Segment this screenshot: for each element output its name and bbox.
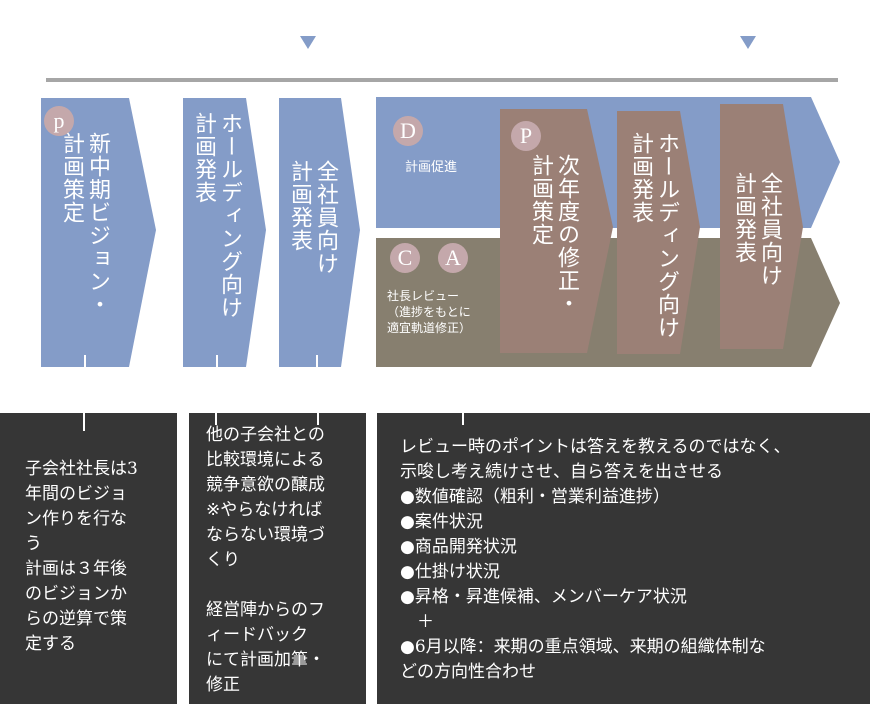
phase-chevron-vision bbox=[41, 98, 156, 367]
connector-tick bbox=[317, 413, 319, 425]
phase-title-all-staff: 全社員向け 計画発表 bbox=[287, 160, 338, 275]
timeline-bar bbox=[46, 78, 838, 82]
note-text-review: レビュー時のポイントは答えを教えるのではなく、 示唆し考え続けさせ、自ら答えを出… bbox=[400, 437, 791, 682]
connector-tick bbox=[462, 413, 464, 425]
note-text-vision: 子会社社長は3 年間のビジョ ン作りを行な う 計画は３年後 のビジョンか らの… bbox=[25, 459, 138, 654]
next-holding-title: ホールディング向け 計画発表 bbox=[628, 132, 679, 339]
connector-tick bbox=[216, 355, 218, 367]
timeline-marker-icon bbox=[740, 36, 756, 49]
next-all-chevron bbox=[720, 104, 803, 349]
do-badge: D bbox=[393, 116, 423, 146]
next-all-title: 全社員向け 計画発表 bbox=[731, 172, 782, 287]
next-plan-badge: P bbox=[511, 121, 541, 151]
next-plan-title: 次年度の修正・ 計画策定 bbox=[528, 154, 579, 315]
connector-tick bbox=[316, 355, 318, 367]
check-badge: C bbox=[390, 243, 420, 273]
phase-title-vision: 新中期ビジョン・ 計画策定 bbox=[59, 132, 110, 316]
check-label: 社長レビュー （進捗をもとに 適宜軌道修正） bbox=[387, 289, 472, 335]
connector-tick bbox=[215, 413, 217, 425]
connector-tick bbox=[83, 413, 85, 431]
next-holding-chevron bbox=[617, 111, 700, 354]
phase-title-holding: ホールディング向け 計画発表 bbox=[191, 112, 242, 319]
connector-tick bbox=[84, 355, 86, 367]
do-label: 計画促進 bbox=[405, 160, 458, 175]
note-text-holding: 他の子会社との 比較環境による 競争意欲の醸成 ※やらなければ ならない環境づ … bbox=[206, 425, 325, 695]
timeline-marker-icon bbox=[300, 36, 316, 49]
phase-chevron-holding bbox=[183, 98, 266, 367]
act-badge: A bbox=[438, 243, 468, 273]
note-box-review: レビュー時のポイントは答えを教えるのではなく、 示唆し考え続けさせ、自ら答えを出… bbox=[377, 413, 870, 704]
note-box-vision: 子会社社長は3 年間のビジョ ン作りを行な う 計画は３年後 のビジョンか らの… bbox=[0, 413, 177, 704]
note-box-holding: 他の子会社との 比較環境による 競争意欲の醸成 ※やらなければ ならない環境づ … bbox=[189, 413, 366, 704]
phase-chevron-all-staff bbox=[279, 98, 360, 367]
next-plan-chevron bbox=[500, 109, 613, 353]
plan-badge: p bbox=[44, 106, 74, 136]
